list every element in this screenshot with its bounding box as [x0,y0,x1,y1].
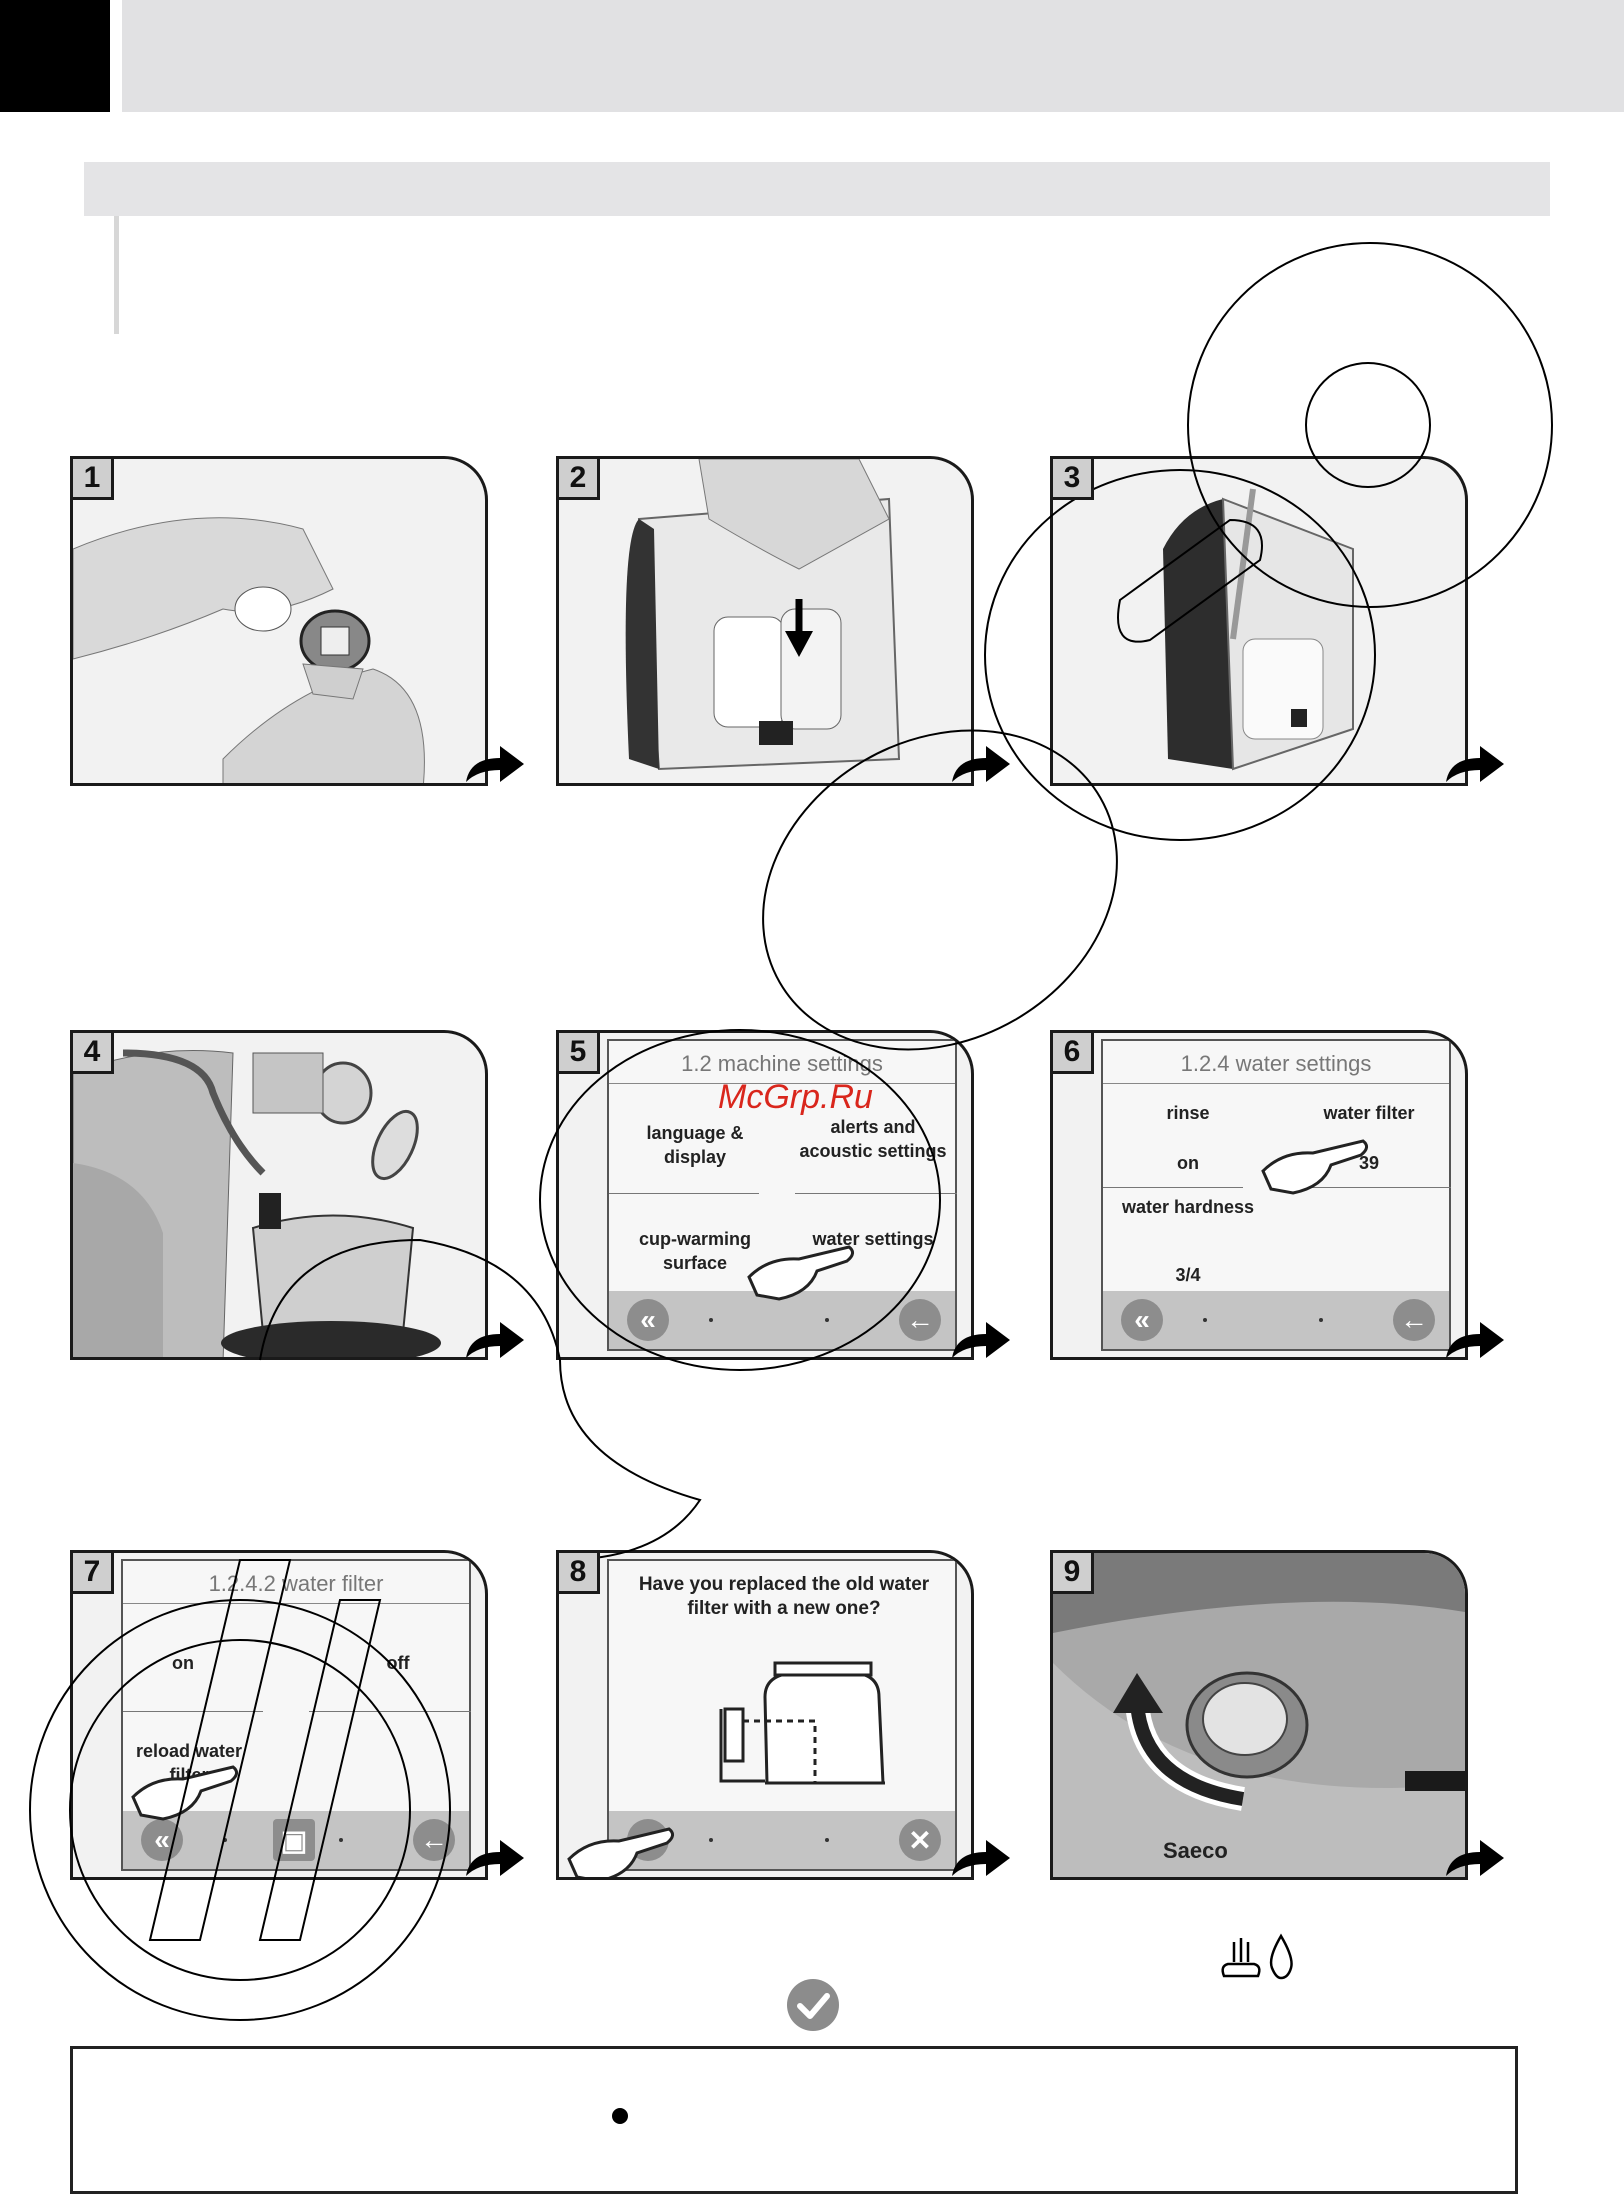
step-number: 7 [73,1553,114,1594]
page-dot [825,1318,829,1322]
step-6-panel: 6 1.2.4 water settings rinse on water fi… [1050,1030,1468,1360]
steam-icon [1221,1938,1261,1978]
step-number: 4 [73,1033,114,1074]
divider [309,1711,471,1712]
forward-arrow-icon [1446,1322,1504,1358]
tank-installed-illustration [1163,488,1354,771]
hand-pointer-icon [131,1765,238,1821]
rinse-value: on [1177,1153,1199,1173]
note-box [70,2046,1518,2194]
page-dot [709,1838,713,1842]
forward-arrow-icon [466,1322,524,1358]
section-bar [84,162,1550,216]
back-arrow-icon[interactable]: ← [899,1299,941,1341]
step-3-panel: 3 [1050,456,1468,786]
filter-cartridge-hands-illustration [73,517,425,783]
screen-title: 1.2.4.2 water filter [123,1565,469,1604]
step-number: 3 [1053,459,1094,500]
back-arrow-icon[interactable]: ← [1393,1299,1435,1341]
step-2-panel: 2 [556,456,974,786]
water-tank-filter-icon [719,1661,885,1785]
step-5-panel: 5 1.2 machine settings language & displa… [556,1030,974,1360]
page-dot [223,1838,227,1842]
page-dot [1319,1318,1323,1322]
option-water-filter[interactable]: water filter [1323,1103,1415,1123]
page-dot [1203,1318,1207,1322]
water-outlet-container-illustration [73,1049,441,1357]
option-off[interactable]: off [386,1653,410,1673]
divider [609,1193,759,1194]
water-filter-screen: 1.2.4.2 water filter on off reload water… [121,1559,471,1871]
option-rinse[interactable]: rinse [1166,1103,1210,1123]
machine-settings-screen: 1.2 machine settings language & display … [607,1039,957,1351]
screen-title: 1.2 machine settings [609,1045,955,1084]
left-rule [114,216,119,334]
close-icon[interactable]: ✕ [899,1819,941,1861]
option-on[interactable]: on [172,1653,194,1673]
screen-question: Have you replaced the old water filter w… [638,1574,930,1619]
forward-arrow-icon [952,746,1010,782]
screen-nav-bar: « ← [1103,1291,1449,1349]
page-dot [709,1318,713,1322]
water-drop-icon [1269,1933,1293,1980]
divider [1289,1187,1451,1188]
step-9-panel: 9 Saeco [1050,1550,1468,1880]
confirm-filter-screen: Have you replaced the old water filter w… [607,1559,957,1871]
divider [123,1711,263,1712]
option-water-hardness[interactable]: water hardness [1121,1197,1255,1217]
page-dot [825,1838,829,1842]
step-number: 6 [1053,1033,1094,1074]
step-4-panel: 4 [70,1030,488,1360]
step-number: 8 [559,1553,600,1594]
page-dot [339,1838,343,1842]
back-arrow-icon[interactable]: ← [413,1819,455,1861]
option-alerts-acoustic[interactable]: alerts and acoustic settings [799,1117,947,1161]
step-number: 5 [559,1033,600,1074]
screen-title: 1.2.4 water settings [1103,1045,1449,1084]
water-hardness-value: 3/4 [1175,1265,1201,1285]
step-8-panel: 8 Have you replaced the old water filter… [556,1550,974,1880]
step-7-panel: 7 1.2.4.2 water filter on off reload wat… [70,1550,488,1880]
option-language-display[interactable]: language & display [646,1123,744,1167]
bullet-point [612,2108,628,2124]
forward-arrow-icon [952,1322,1010,1358]
water-settings-screen: 1.2.4 water settings rinse on water filt… [1101,1039,1451,1351]
divider [795,1193,957,1194]
brand-label: Saeco [1163,1838,1228,1863]
forward-arrow-icon [1446,1840,1504,1876]
save-icon[interactable]: ▣ [273,1819,315,1861]
insert-filter-tank-illustration [625,459,901,771]
forward-arrow-icon [1446,746,1504,782]
check-circle-icon [787,1979,839,2031]
water-filter-value: 39 [1358,1153,1380,1173]
double-back-icon[interactable]: « [1121,1299,1163,1341]
forward-arrow-icon [466,1840,524,1876]
forward-arrow-icon [466,746,524,782]
steam-knob-illustration: Saeco [1053,1553,1465,1877]
hand-pointer-icon [747,1245,854,1301]
double-back-icon[interactable]: « [627,1299,669,1341]
hand-pointer-icon [567,1827,674,1877]
step-number: 2 [559,459,600,500]
header-black-tab [0,0,110,112]
divider [1103,1187,1243,1188]
step-number: 9 [1053,1553,1094,1594]
forward-arrow-icon [952,1840,1010,1876]
step-1-panel: 1 [70,456,488,786]
step-number: 1 [73,459,114,500]
hand-pointer-icon [1261,1139,1368,1195]
header-bar [122,0,1624,112]
